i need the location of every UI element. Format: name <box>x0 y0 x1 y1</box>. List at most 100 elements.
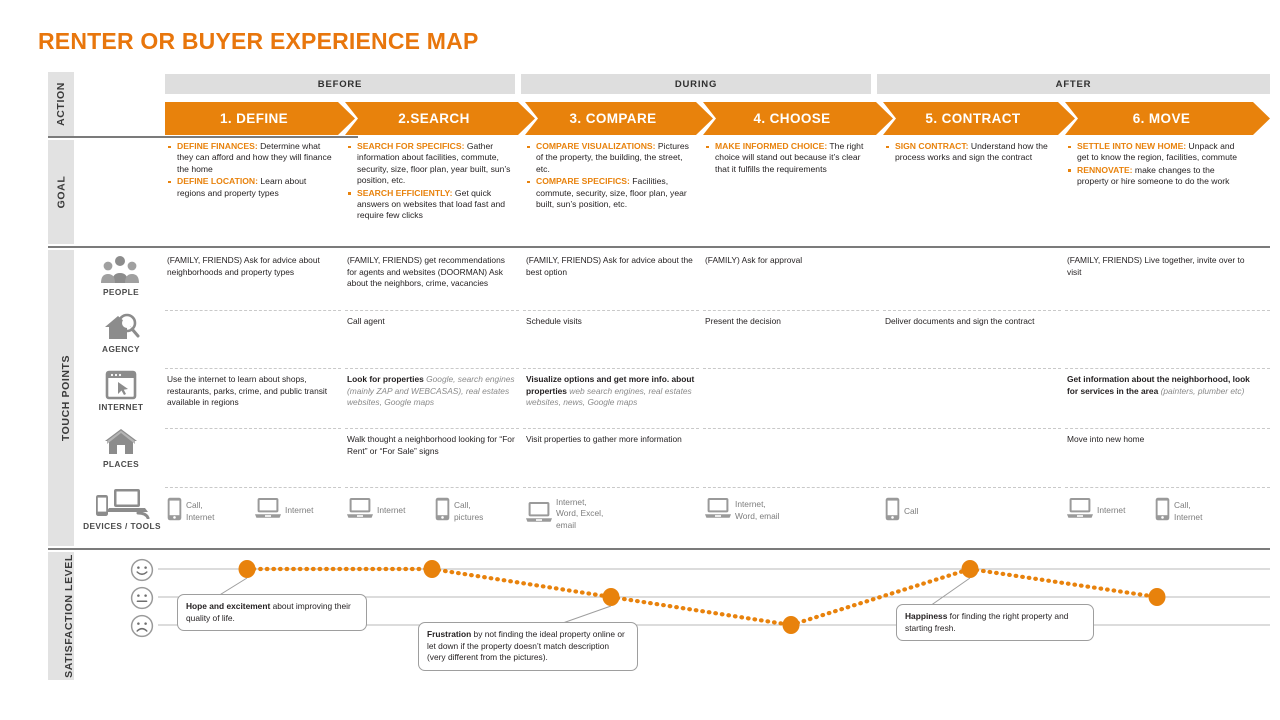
satisfaction-point[interactable] <box>782 616 800 634</box>
callout-bold: Frustration <box>427 629 472 639</box>
touchpoint-divider <box>883 310 1061 311</box>
smiley-sad-icon <box>130 614 154 638</box>
goal-item: MAKE INFORMED CHOICE: The right choice w… <box>705 141 873 175</box>
device-item: Call, Internet <box>1155 497 1202 526</box>
goal-item-key: COMPARE VISUALIZATIONS: <box>536 141 656 151</box>
goal-item: RENNOVATE: make changes to the property … <box>1067 165 1247 188</box>
touchpoint-label-people: PEOPLE <box>102 287 140 297</box>
device-item-label: Call <box>904 505 919 516</box>
touchpoint-icon-agency: AGENCY <box>78 312 164 354</box>
touchpoint-cell-italic: (painters, plumber etc) <box>1160 385 1245 396</box>
callout-frustration: Frustration by not finding the ideal pro… <box>418 622 638 671</box>
stage-chevron-6[interactable]: 6. MOVE <box>1065 102 1270 135</box>
phone-icon <box>885 497 900 521</box>
satisfaction-face-sad <box>130 614 154 643</box>
touchpoint-cell-bold: Get information about the neighborhood, … <box>1067 374 1250 396</box>
satisfaction-point[interactable] <box>238 560 256 578</box>
goal-item-text: Facilities, commute, security, size, flo… <box>536 176 687 210</box>
goal-item-text: Pictures of the property, the building, … <box>536 141 689 174</box>
touchpoint-cell: Visit properties to gather more informat… <box>526 434 682 444</box>
stage-chevron-6-label: 6. MOVE <box>1132 111 1191 126</box>
goal-item-text: Get quick answers on websites that load … <box>357 187 506 221</box>
satisfaction-face-happy <box>130 558 154 587</box>
touchpoint-divider <box>345 368 519 369</box>
section-divider-action <box>48 136 358 138</box>
goal-cell-5: SIGN CONTRACT: Understand how the proces… <box>885 141 1055 165</box>
goal-item-text: The right choice will stand out because … <box>715 141 864 174</box>
goal-item: SETTLE INTO NEW HOME: Unpack and get to … <box>1067 141 1247 164</box>
touchpoint-divider <box>1065 487 1270 488</box>
device-item: Internet, Word, Excel, email <box>526 497 603 531</box>
touchpoint-divider <box>165 310 341 311</box>
laptop-icon <box>255 498 281 518</box>
touchpoint-cell: (FAMILY) Ask for approval <box>705 255 803 265</box>
laptop-icon-wrap <box>1067 497 1093 524</box>
smiley-neutral-icon <box>130 586 154 610</box>
callout-leader <box>928 577 971 607</box>
goal-cell-1: DEFINE FINANCES: Determine what they can… <box>167 141 335 200</box>
touchpoint-icon-devices: DEVICES / TOOLS <box>72 487 172 531</box>
touchpoint-icon-places: PLACES <box>78 427 164 469</box>
satisfaction-point[interactable] <box>602 588 620 606</box>
touchpoint-divider <box>523 310 699 311</box>
touchpoint-divider <box>523 428 699 429</box>
satisfaction-segment <box>429 566 614 600</box>
device-item-label: Call, pictures <box>454 500 484 522</box>
phone-icon <box>1155 497 1170 521</box>
goal-item: SIGN CONTRACT: Understand how the proces… <box>885 141 1055 164</box>
agency-icon <box>105 313 140 339</box>
touchpoint-cell: (FAMILY, FRIENDS) Ask for advice about n… <box>167 255 320 277</box>
touchpoint-divider <box>883 487 1061 488</box>
goal-item-key: SEARCH EFFICIENTLY: <box>357 187 453 198</box>
touchpoint-divider <box>883 428 1061 429</box>
touchpoint-cell: Deliver documents and sign the contract <box>885 316 1035 326</box>
goal-item: DEFINE LOCATION: Learn about regions and… <box>167 176 335 199</box>
goal-item: COMPARE VISUALIZATIONS: Pictures of the … <box>526 141 696 175</box>
stage-chevron-4[interactable]: 4. CHOOSE <box>703 102 893 135</box>
phone-icon-wrap <box>1155 497 1170 526</box>
touchpoint-cell: Call agent <box>347 316 385 326</box>
stage-chevron-1[interactable]: 1. DEFINE <box>165 102 355 135</box>
device-item: Internet <box>255 497 313 524</box>
satisfaction-point[interactable] <box>1148 588 1166 606</box>
laptop-icon <box>347 498 373 518</box>
satisfaction-point[interactable] <box>423 560 441 578</box>
touchpoint-divider <box>1065 428 1270 429</box>
device-item: Call <box>885 497 918 526</box>
stage-chevron-2[interactable]: 2.SEARCH <box>345 102 535 135</box>
laptop-icon <box>526 501 552 522</box>
touchpoint-divider <box>345 428 519 429</box>
callout-text: for finding the right property and start… <box>905 611 1069 633</box>
touchpoint-divider <box>703 310 879 311</box>
goal-item-text: Determine what they can afford and how t… <box>177 141 332 174</box>
touchpoint-divider <box>703 487 879 488</box>
goal-item-text: Gather information about facilities, com… <box>357 141 511 186</box>
stage-chevron-1-label: 1. DEFINE <box>219 111 289 126</box>
callout-hope: Hope and excitement about improving thei… <box>177 594 367 632</box>
goal-item-text: Understand how the process works and sig… <box>895 141 1048 163</box>
group-bar-after: AFTER <box>877 74 1270 94</box>
section-divider-touchpoints <box>48 548 1270 550</box>
stage-chevron-3[interactable]: 3. COMPARE <box>525 102 713 135</box>
touchpoint-divider <box>523 368 699 369</box>
row-label-satisfaction: SATISFACTION LEVEL <box>48 552 75 680</box>
row-label-goal: GOAL <box>48 140 74 244</box>
touchpoint-divider <box>345 310 519 311</box>
goal-cell-2: SEARCH FOR SPECIFICS: Gather information… <box>347 141 515 223</box>
phone-icon-wrap <box>885 497 900 526</box>
touchpoint-cell: (FAMILY, FRIENDS) Live together, invite … <box>1067 255 1245 277</box>
laptop-icon-wrap <box>347 497 373 524</box>
satisfaction-point[interactable] <box>961 560 979 578</box>
laptop-icon-wrap <box>705 497 731 524</box>
touchpoint-divider <box>1065 310 1270 311</box>
touchpoint-divider <box>1065 368 1270 369</box>
satisfaction-segment <box>608 594 794 628</box>
callout-text: by not finding the ideal property online… <box>427 629 625 663</box>
callout-bold: Hope and excitement <box>186 601 271 611</box>
touchpoint-cell: Schedule visits <box>526 316 582 326</box>
stage-chevron-5[interactable]: 5. CONTRACT <box>883 102 1075 135</box>
smiley-happy-icon <box>130 558 154 582</box>
touchpoint-cell-bold: Look for properties <box>347 374 424 384</box>
touchpoint-divider <box>703 368 879 369</box>
